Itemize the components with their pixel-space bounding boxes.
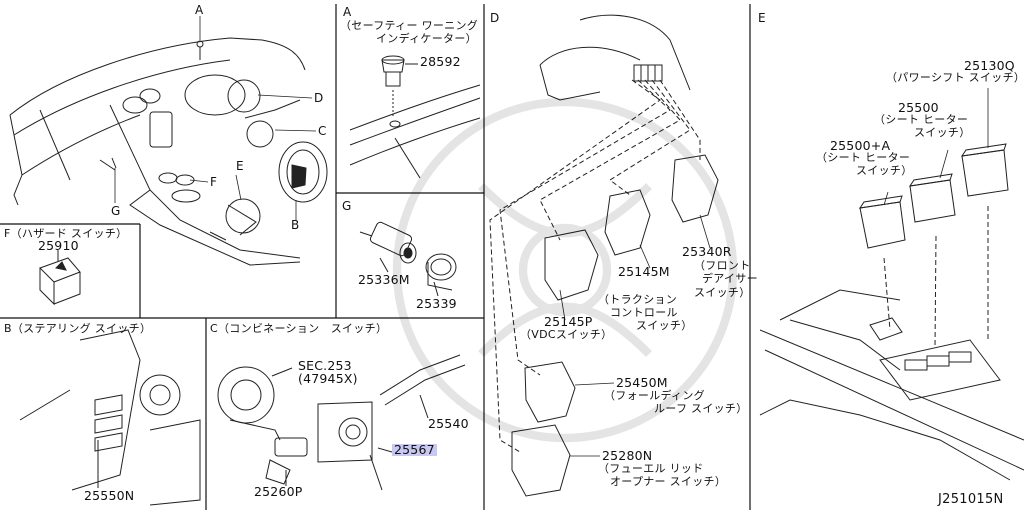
part-25340r-name-2: デアイサー: [702, 272, 758, 285]
part-25260p: 25260P: [254, 484, 303, 499]
part-25450m: 25450M: [616, 375, 668, 390]
panel-b-title: B（ステアリング スイッチ）: [4, 322, 152, 335]
part-25280n-name-2: オープナー スイッチ）: [610, 475, 727, 488]
callout-e: E: [236, 159, 244, 173]
part-25130q-name: （パワーシフト スイッチ）: [886, 71, 1024, 84]
sec-253: SEC.253: [298, 358, 352, 373]
panel-b-drawing: [19, 329, 201, 506]
callout-b: B: [291, 218, 300, 232]
part-25145p-name: （VDCスイッチ）: [520, 328, 613, 341]
part-25145m-name-3: スイッチ）: [636, 319, 693, 332]
part-25450m-name-2: ルーフ スイッチ）: [654, 402, 748, 415]
part-25500a-name-1: （シート ヒーター: [816, 151, 911, 164]
part-25340r-name-3: スイッチ）: [694, 286, 751, 299]
part-25340r-name-1: （フロント: [694, 259, 751, 272]
panel-a-drawing: [349, 55, 481, 179]
panel-c-title: C（コンビネーション スイッチ）: [210, 322, 388, 335]
panel-c-drawing: [217, 354, 466, 491]
part-25280n: 25280N: [602, 448, 653, 463]
panel-a-caption-1: （セーフティー ワーニング: [340, 19, 479, 32]
part-25500a: 25500+A: [830, 138, 891, 153]
part-25540: 25540: [428, 416, 469, 431]
callout-g: G: [111, 204, 121, 218]
panel-f-drawing: [39, 250, 81, 306]
panel-d-drawing: [489, 14, 719, 497]
callout-c: C: [318, 124, 327, 138]
part-25336m: 25336M: [358, 272, 410, 287]
part-25550n: 25550N: [84, 488, 135, 503]
callout-a: A: [195, 3, 204, 17]
panel-g-drawing: [359, 221, 457, 297]
part-25500: 25500: [898, 100, 939, 115]
part-25145p: 25145P: [544, 314, 593, 329]
panel-d-letter: D: [490, 11, 500, 25]
panel-a-letter: A: [343, 5, 352, 19]
diagram-id: J251015N: [938, 492, 1004, 507]
part-25500a-name-2: スイッチ）: [856, 164, 913, 177]
panel-e-letter: E: [758, 11, 766, 25]
part-25145m-name-2: コントロール: [610, 306, 678, 319]
sec-253-ref: (47945X): [298, 371, 358, 386]
part-28592: 28592: [420, 54, 461, 69]
panel-e-drawing: [759, 143, 1024, 481]
panel-g-letter: G: [342, 199, 352, 213]
part-25145m-name-1: （トラクション: [598, 293, 678, 306]
part-25339: 25339: [416, 296, 457, 311]
part-25910: 25910: [38, 238, 79, 253]
part-25567-highlighted[interactable]: 25567: [392, 442, 437, 457]
part-25500-name-2: スイッチ）: [914, 126, 971, 139]
part-25500-name-1: （シート ヒーター: [874, 113, 969, 126]
panel-a-caption-2: インディケーター）: [376, 32, 477, 45]
part-25145m: 25145M: [618, 264, 670, 279]
callout-d: D: [314, 91, 324, 105]
part-25450m-name-1: （フォールディング: [604, 389, 705, 402]
part-25340r: 25340R: [682, 244, 732, 259]
dashboard-drawing: [9, 37, 328, 266]
part-25280n-name-1: （フューエル リッド: [598, 462, 704, 475]
callout-f: F: [210, 175, 218, 189]
panel-f-title: F（ハザード スイッチ）: [4, 227, 128, 240]
part-25130q: 25130Q: [964, 58, 1015, 73]
